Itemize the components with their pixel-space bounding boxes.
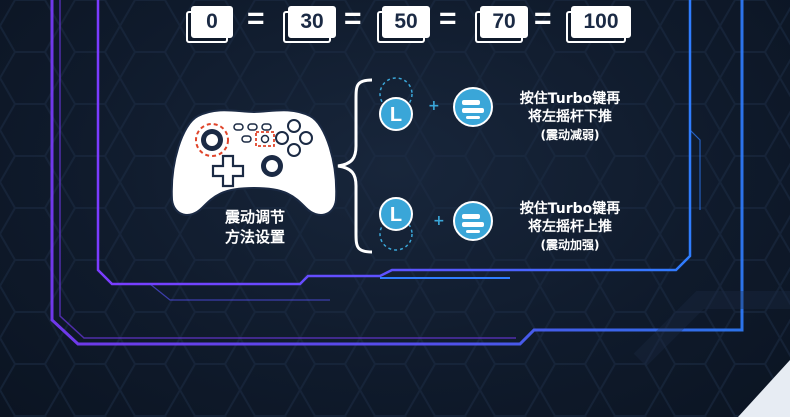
equals-sign: = [439, 2, 457, 35]
plus-sign: + [428, 98, 440, 114]
equals-sign: = [247, 2, 265, 35]
caption-line-2: 方法设置 [224, 228, 285, 246]
stick-key-label: L [390, 104, 402, 126]
turbo-button-icon [453, 87, 493, 127]
turbo-button-icon [453, 201, 493, 241]
action-line-1: 按住Turbo键再 [519, 201, 621, 217]
action-note: (震动减弱) [540, 128, 600, 142]
scale-level-box: 30 [288, 6, 336, 38]
action-description: 按住Turbo键再 将左摇杆上推 (震动加强) [500, 200, 640, 254]
action-description: 按住Turbo键再 将左摇杆下推 (震动减弱) [500, 90, 640, 144]
plus-sign: + [433, 213, 445, 229]
left-stick-icon [195, 123, 229, 157]
action-note: (震动加强) [540, 238, 600, 252]
scale-level-box: 100 [571, 6, 631, 38]
scale-level-box: 0 [191, 6, 233, 38]
left-stick-down-icon: L [379, 77, 413, 131]
controller-caption: 震动调节 方法设置 [208, 207, 302, 247]
action-line-2: 将左摇杆下推 [528, 109, 612, 125]
dpad-icon [211, 154, 245, 188]
turbo-button-icon [255, 131, 275, 147]
brace-icon [337, 78, 373, 254]
scale-level-box: 70 [480, 6, 528, 38]
stick-key-label: L [390, 204, 402, 226]
action-line-1: 按住Turbo键再 [519, 91, 621, 107]
equals-sign: = [534, 2, 552, 35]
left-stick-up-icon: L [379, 197, 413, 251]
scale-level-box: 50 [382, 6, 430, 38]
action-line-2: 将左摇杆上推 [528, 219, 612, 235]
caption-line-1: 震动调节 [224, 208, 285, 226]
equals-sign: = [344, 2, 362, 35]
gamepad-icon [170, 109, 338, 216]
